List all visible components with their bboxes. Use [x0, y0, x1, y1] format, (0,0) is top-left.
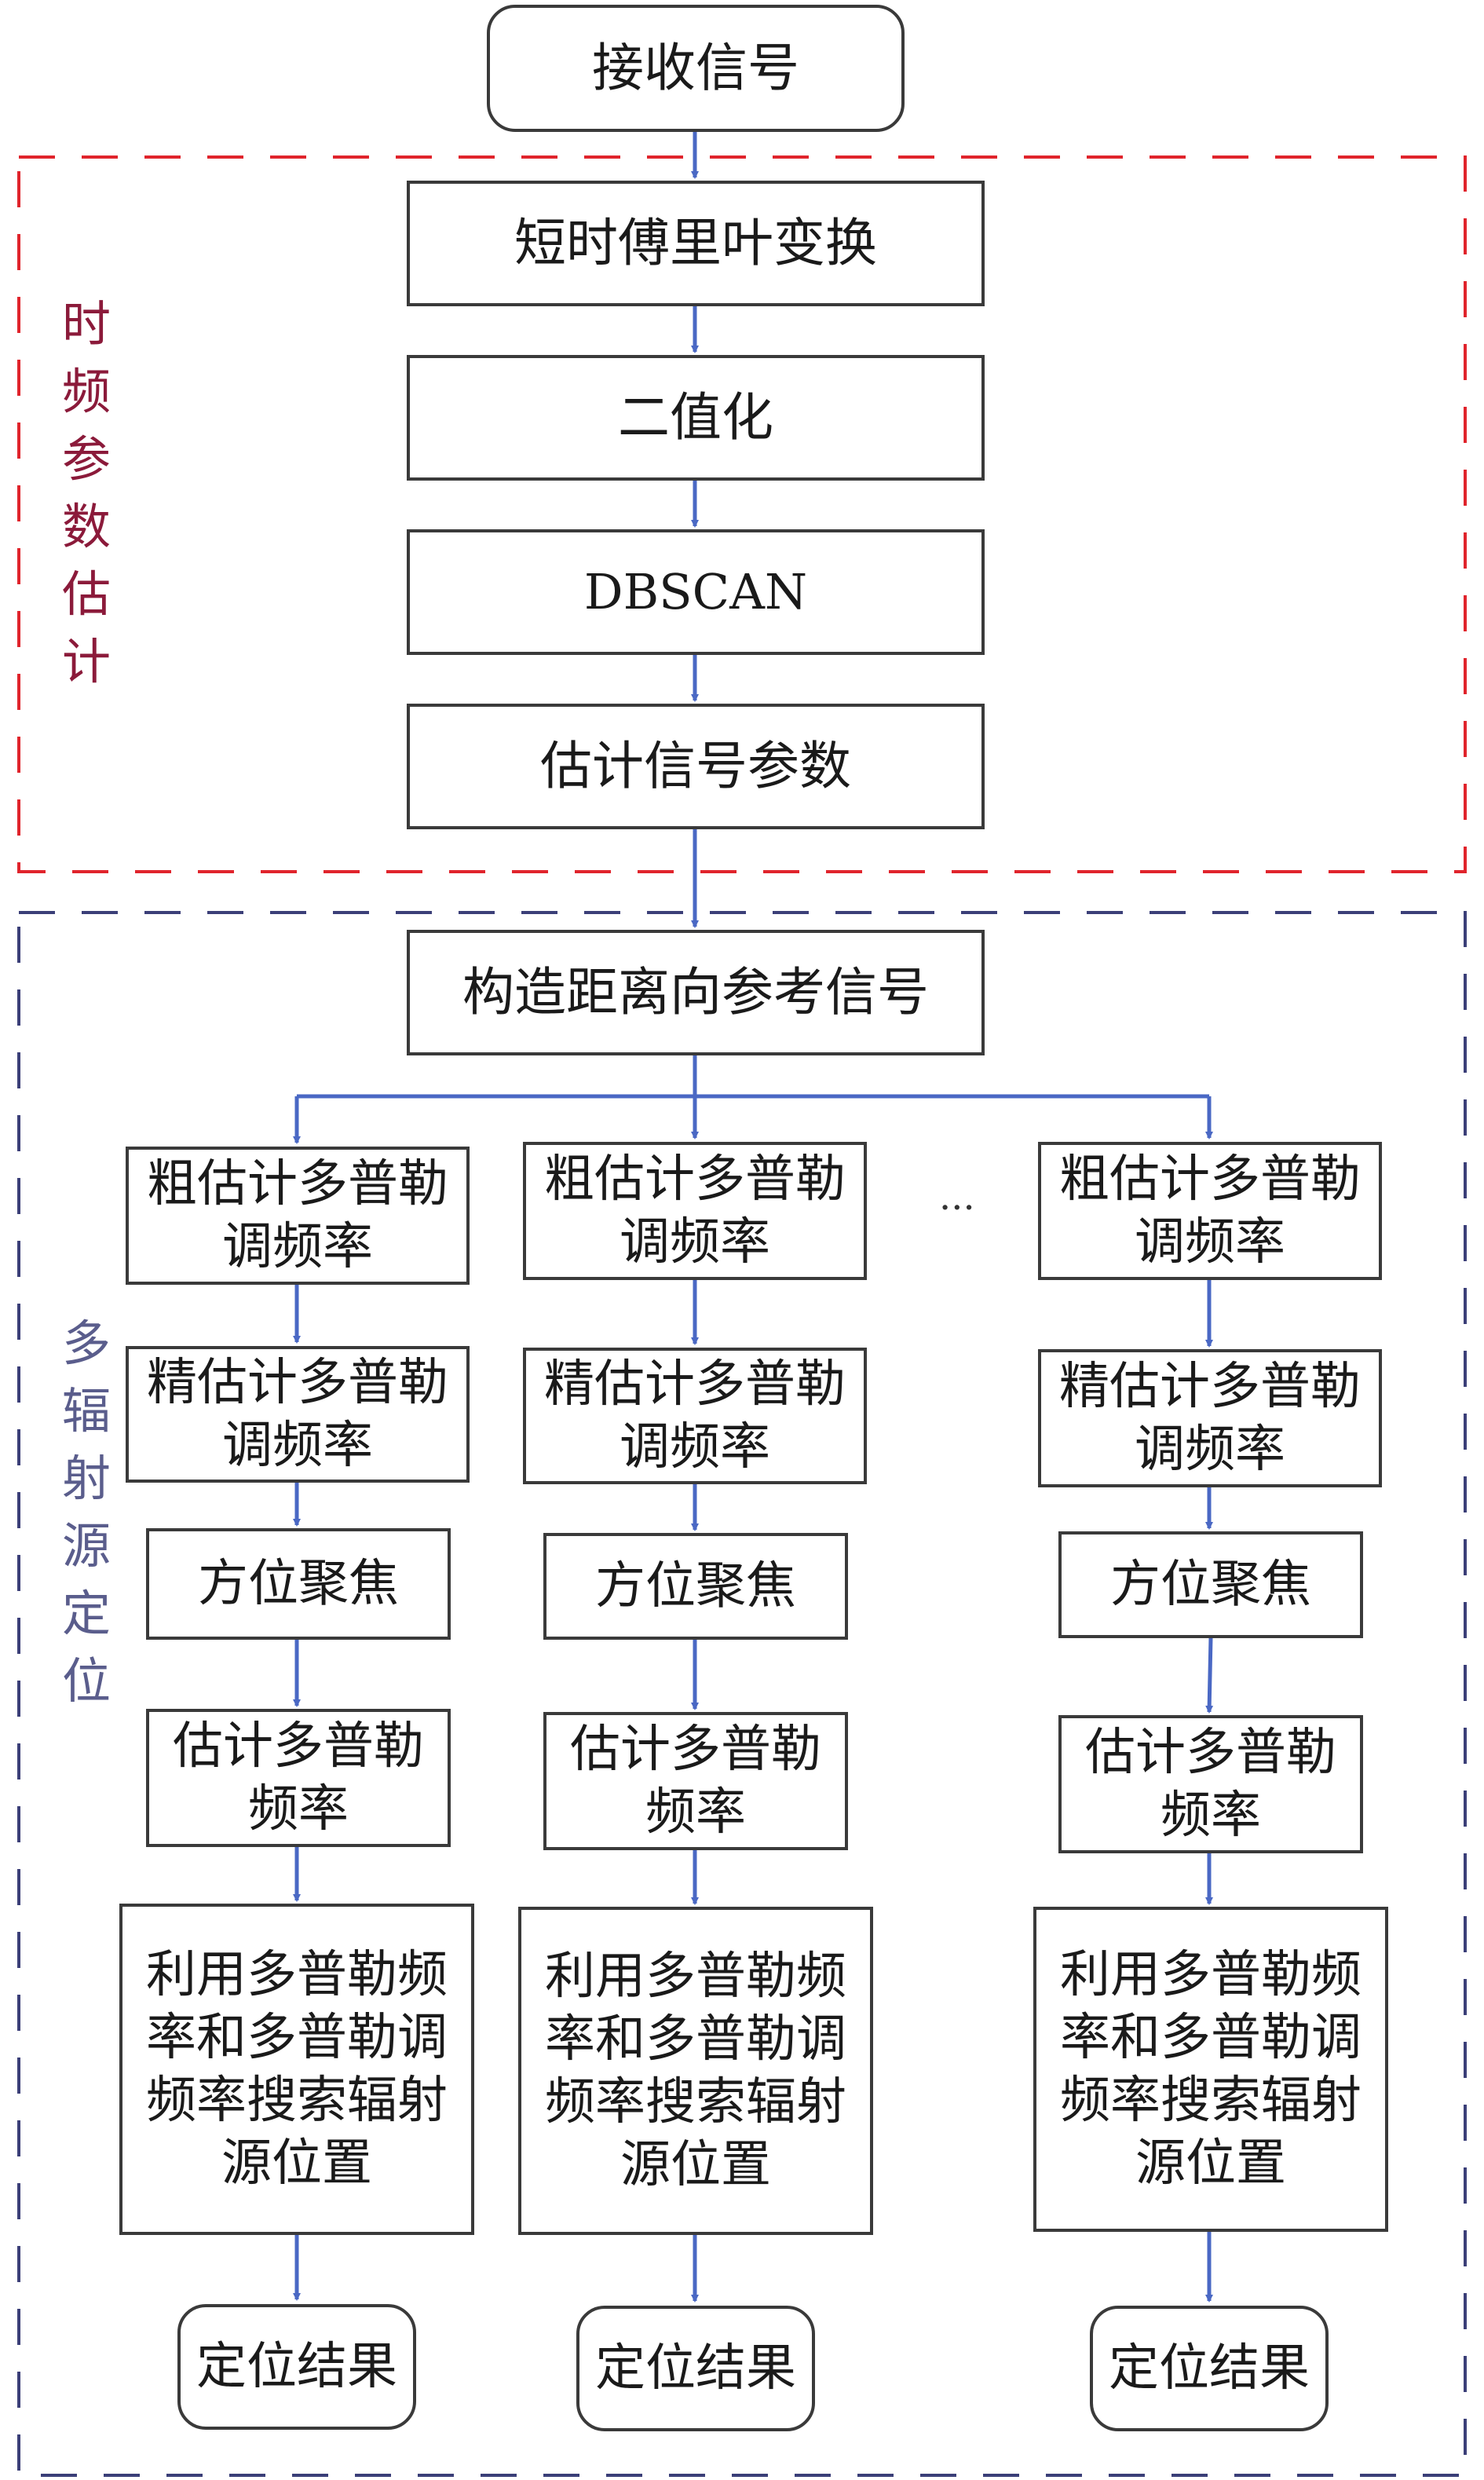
azimuth-focus-node[interactable]: 方位聚焦	[543, 1533, 848, 1640]
start-node[interactable]: 接收信号	[487, 5, 905, 132]
binarize-label: 二值化	[618, 387, 773, 448]
binarize-node[interactable]: 二值化	[407, 355, 985, 481]
coarse-estimate-label: 粗估计多普勒 调频率	[147, 1155, 448, 1276]
time-frequency-group-label: 时频参数估计	[61, 295, 111, 690]
coarse-estimate-label: 粗估计多普勒 调频率	[1059, 1150, 1361, 1271]
doppler-estimate-label: 估计多普勒 频率	[1085, 1724, 1336, 1845]
multi-source-group-border	[17, 911, 1467, 2477]
position-search-node[interactable]: 利用多普勒频 率和多普勒调 频率搜索辐射 源位置	[518, 1907, 873, 2235]
position-search-label: 利用多普勒频 率和多普勒调 频率搜索辐射 源位置	[1060, 1946, 1362, 2193]
arrow-c3-focus-doppler	[1205, 1637, 1214, 1714]
stft-label: 短时傅里叶变换	[514, 213, 877, 273]
result-label: 定位结果	[196, 2338, 397, 2396]
coarse-estimate-node[interactable]: 粗估计多普勒 调频率	[523, 1142, 867, 1280]
fine-estimate-node[interactable]: 精估计多普勒 调频率	[523, 1348, 867, 1484]
result-label: 定位结果	[595, 2339, 796, 2398]
stft-node[interactable]: 短时傅里叶变换	[407, 181, 985, 306]
coarse-estimate-label: 粗估计多普勒 调频率	[544, 1150, 846, 1271]
doppler-estimate-node[interactable]: 估计多普勒 频率	[543, 1712, 848, 1850]
build-reference-label: 构造距离向参考信号	[462, 962, 929, 1022]
result-node[interactable]: 定位结果	[576, 2306, 815, 2431]
time-frequency-group-border	[17, 155, 1467, 873]
result-node[interactable]: 定位结果	[1090, 2306, 1329, 2431]
start-label: 接收信号	[592, 38, 799, 98]
build-reference-node[interactable]: 构造距离向参考信号	[407, 930, 985, 1055]
dbscan-label: DBSCAN	[583, 563, 808, 620]
azimuth-focus-label: 方位聚焦	[595, 1557, 796, 1615]
fine-estimate-label: 精估计多普勒 调频率	[544, 1355, 846, 1476]
fine-estimate-label: 精估计多普勒 调频率	[147, 1354, 448, 1475]
result-label: 定位结果	[1109, 2339, 1310, 2398]
coarse-estimate-node[interactable]: 粗估计多普勒 调频率	[126, 1147, 470, 1285]
position-search-label: 利用多普勒频 率和多普勒调 频率搜索辐射 源位置	[545, 1948, 846, 2194]
fine-estimate-label: 精估计多普勒 调频率	[1059, 1358, 1361, 1479]
dbscan-node[interactable]: DBSCAN	[407, 529, 985, 655]
fine-estimate-node[interactable]: 精估计多普勒 调频率	[126, 1346, 470, 1483]
azimuth-focus-node[interactable]: 方位聚焦	[1058, 1531, 1363, 1638]
azimuth-focus-label: 方位聚焦	[1110, 1556, 1311, 1614]
position-search-node[interactable]: 利用多普勒频 率和多普勒调 频率搜索辐射 源位置	[119, 1904, 474, 2235]
doppler-estimate-node[interactable]: 估计多普勒 频率	[146, 1709, 451, 1847]
doppler-estimate-label: 估计多普勒 频率	[570, 1721, 821, 1842]
more-branches-ellipsis: ···	[939, 1186, 975, 1230]
coarse-estimate-node[interactable]: 粗估计多普勒 调频率	[1038, 1142, 1382, 1280]
azimuth-focus-label: 方位聚焦	[198, 1555, 399, 1613]
doppler-estimate-label: 估计多普勒 频率	[173, 1717, 424, 1838]
estimate-params-label: 估计信号参数	[540, 736, 851, 796]
fine-estimate-node[interactable]: 精估计多普勒 调频率	[1038, 1349, 1382, 1487]
position-search-label: 利用多普勒频 率和多普勒调 频率搜索辐射 源位置	[146, 1946, 448, 2193]
position-search-node[interactable]: 利用多普勒频 率和多普勒调 频率搜索辐射 源位置	[1033, 1907, 1388, 2232]
azimuth-focus-node[interactable]: 方位聚焦	[146, 1528, 451, 1640]
doppler-estimate-node[interactable]: 估计多普勒 频率	[1058, 1715, 1363, 1853]
result-node[interactable]: 定位结果	[177, 2304, 416, 2430]
multi-source-group-label: 多辐射源定位	[61, 1315, 111, 1710]
estimate-params-node[interactable]: 估计信号参数	[407, 704, 985, 829]
